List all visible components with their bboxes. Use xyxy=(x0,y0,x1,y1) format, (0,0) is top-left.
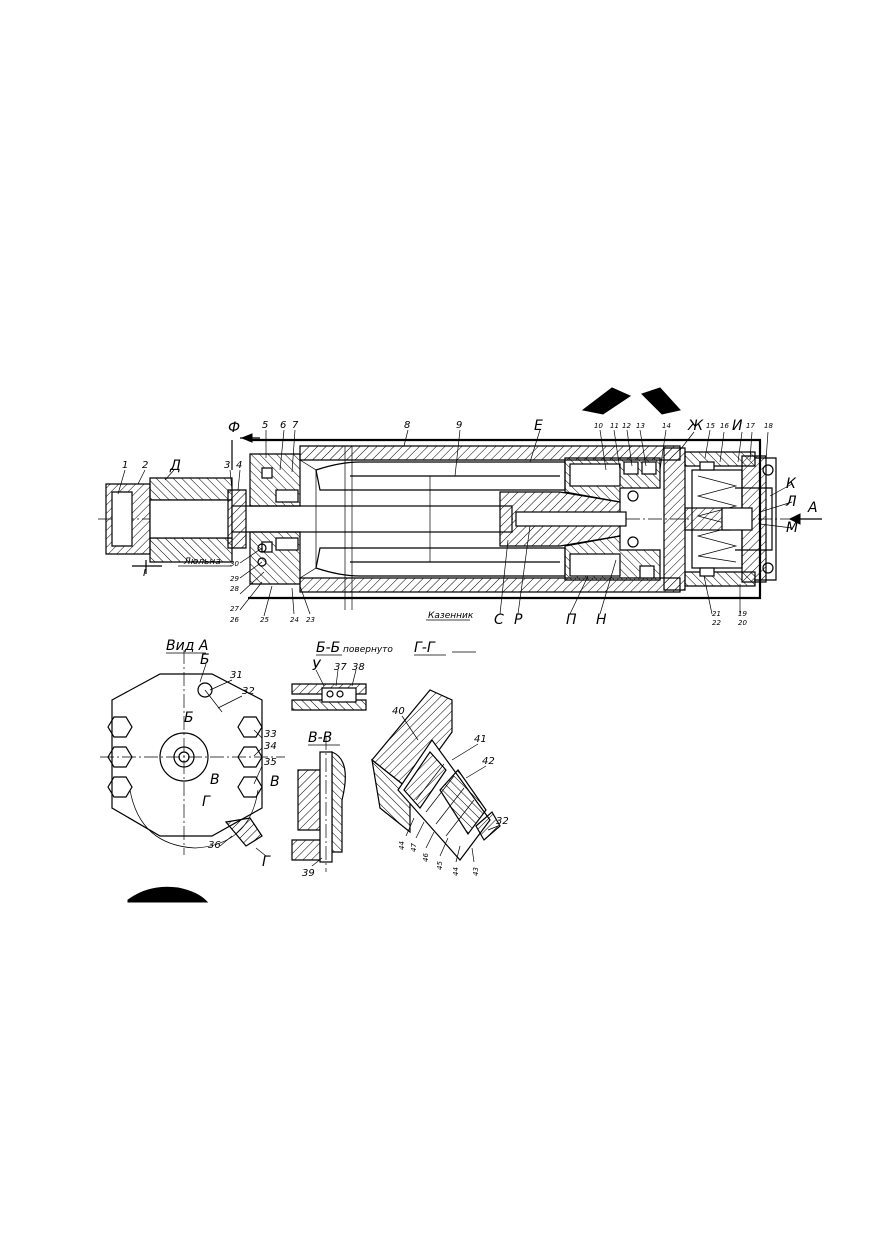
view-a-mark-B-bottom: Б xyxy=(184,710,194,726)
callout-32: 32 xyxy=(242,686,255,697)
callout-18: 18 xyxy=(764,422,773,430)
callout-R: Р xyxy=(514,612,523,628)
section-gg-drawing xyxy=(371,689,501,863)
callout-28: 28 xyxy=(230,585,239,593)
callout-38: 38 xyxy=(352,662,365,673)
callout-K: К xyxy=(786,476,797,492)
section-bb: Б-Б повернуто xyxy=(291,640,393,711)
callout-30: 30 xyxy=(230,560,239,568)
callout-P: П xyxy=(566,612,577,628)
view-a-labels: Б 31 32 Б 33 34 35 В В Г Г 36 xyxy=(184,652,280,870)
callout-M: М xyxy=(786,520,798,536)
callout-L: Л xyxy=(785,494,797,510)
callout-27: 27 xyxy=(230,605,239,613)
callout-F: Ф xyxy=(228,420,240,436)
view-a-mark-G-right: Г xyxy=(262,854,271,870)
callout-41: 41 xyxy=(474,734,487,745)
main-section-view xyxy=(98,429,822,621)
callout-1: 1 xyxy=(122,460,128,471)
callout-32-gg: 32 xyxy=(496,816,509,827)
callout-43: 43 xyxy=(472,867,480,876)
callout-20: 20 xyxy=(738,619,747,627)
callout-47: 47 xyxy=(410,843,418,852)
callout-2: 2 xyxy=(142,460,148,471)
view-a: Вид А xyxy=(100,638,285,857)
note-kazennik: Казенник xyxy=(428,611,474,621)
callout-4: 4 xyxy=(236,460,242,471)
callout-U: У xyxy=(312,658,322,674)
section-vv-labels: 39 xyxy=(302,868,315,879)
callout-5: 5 xyxy=(262,420,268,431)
view-a-mark-V-left: В xyxy=(210,772,220,788)
section-gg: Г-Г xyxy=(414,640,476,656)
callout-14: 14 xyxy=(662,422,671,430)
view-a-mark-G-left: Г xyxy=(202,794,211,810)
callout-8: 8 xyxy=(404,420,410,431)
callout-E: Е xyxy=(534,418,543,434)
callout-11: 11 xyxy=(610,422,619,430)
callout-34: 34 xyxy=(264,741,277,752)
section-mark-I: I xyxy=(143,568,146,579)
callout-19: 19 xyxy=(738,610,747,618)
callout-Zh: Ж xyxy=(687,418,704,434)
callout-D: Д xyxy=(169,458,181,474)
callout-7: 7 xyxy=(292,420,299,431)
callout-24: 24 xyxy=(290,616,299,624)
view-a-mark-V-right: В xyxy=(270,774,280,790)
callout-29: 29 xyxy=(230,575,239,583)
callout-S: С xyxy=(494,612,504,628)
callout-13: 13 xyxy=(636,422,645,430)
view-a-mark-B-top: Б xyxy=(200,652,210,668)
callout-26: 26 xyxy=(230,616,239,624)
callout-A: А xyxy=(807,500,818,516)
callout-36: 36 xyxy=(208,840,221,851)
section-gg-labels: 40 41 42 32 44 47 46 45 44 43 xyxy=(392,706,509,876)
callout-21: 21 xyxy=(712,610,721,618)
callout-N: Н xyxy=(596,612,607,628)
callout-16: 16 xyxy=(720,422,729,430)
section-vv-title: В-В xyxy=(308,730,332,746)
callout-23: 23 xyxy=(306,616,315,624)
scan-artifact-bottom xyxy=(127,886,209,903)
callout-15: 15 xyxy=(706,422,715,430)
callout-33: 33 xyxy=(264,729,277,740)
callout-17: 17 xyxy=(746,422,755,430)
callout-12: 12 xyxy=(622,422,631,430)
callout-9: 9 xyxy=(456,420,462,431)
callout-42: 42 xyxy=(482,756,495,767)
callout-44-right: 44 xyxy=(452,867,460,876)
callout-I-letter: И xyxy=(732,418,743,434)
callout-31: 31 xyxy=(230,670,243,681)
callout-39: 39 xyxy=(302,868,315,879)
note-lyulka: Люльна xyxy=(183,557,221,567)
callout-22: 22 xyxy=(712,619,721,627)
view-a-title: Вид А xyxy=(166,638,208,654)
callout-37: 37 xyxy=(334,662,347,673)
callout-6: 6 xyxy=(280,420,286,431)
callout-35: 35 xyxy=(264,757,277,768)
scan-artifact-top xyxy=(581,387,681,415)
section-gg-title: Г-Г xyxy=(414,640,436,656)
callout-25: 25 xyxy=(260,616,269,624)
callout-44-left: 44 xyxy=(398,841,406,850)
section-vv: В-В xyxy=(291,730,346,872)
callout-10: 10 xyxy=(594,422,603,430)
section-bb-labels: У 37 38 xyxy=(312,658,365,674)
callout-45: 45 xyxy=(436,861,444,870)
section-bb-title: Б-Б xyxy=(316,640,340,656)
callout-46: 46 xyxy=(422,853,430,862)
main-section-labels: 1 2 Д 3 4 Ф 5 6 7 8 9 Е 10 11 12 13 14 Ж… xyxy=(122,418,818,628)
callout-3: 3 xyxy=(224,460,230,471)
section-bb-subtitle: повернуто xyxy=(343,645,393,655)
callout-40: 40 xyxy=(392,706,405,717)
